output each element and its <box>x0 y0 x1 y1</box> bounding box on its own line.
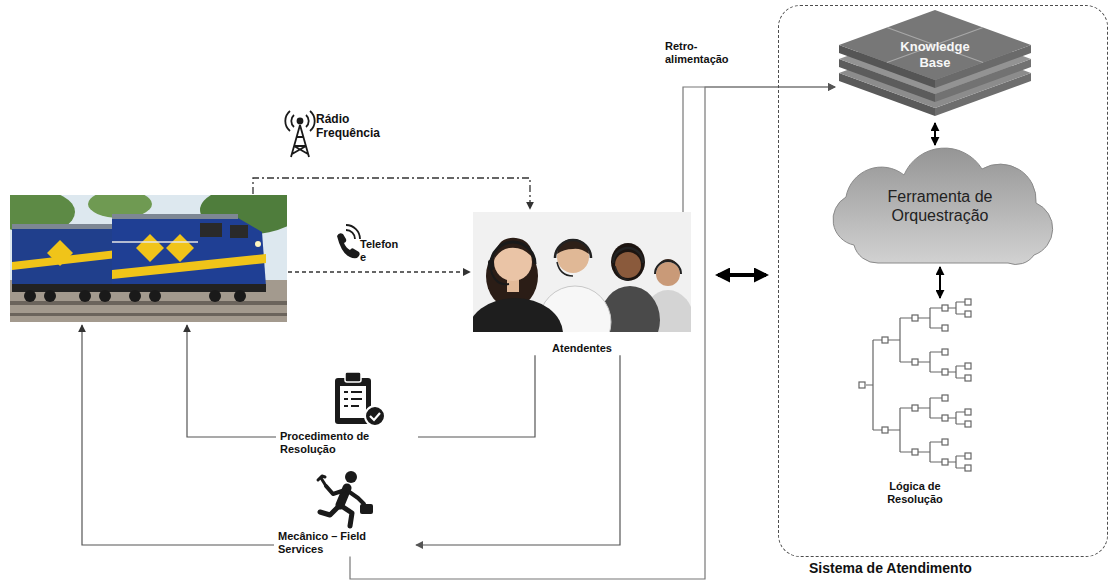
running-mechanic-icon <box>318 471 373 526</box>
connector-line <box>350 87 835 579</box>
edge-label-holder: Retro- alimentação <box>663 40 747 67</box>
connector-line <box>416 355 620 545</box>
node-label: Knowledge Base <box>889 39 981 70</box>
clipboard-check-icon <box>335 372 385 426</box>
phone-icon <box>337 225 360 258</box>
edge-label: Retro- alimentação <box>663 40 747 66</box>
node-label: Sistema de Atendimento <box>809 560 972 577</box>
attendants-photo <box>473 212 691 332</box>
label-holder: Telefon e <box>360 238 404 264</box>
procedure-node: Procedimento de Resolução <box>278 368 418 456</box>
node-label: Procedimento de Resolução <box>280 430 380 456</box>
mechanic-node: Mecânico – Field Services <box>276 466 416 556</box>
resolution-logic-node: Lógica de Resolução <box>845 300 985 506</box>
node-label: Mecânico – Field Services <box>278 530 388 556</box>
decision-tree-icon <box>859 299 971 471</box>
locomotive-photo <box>10 195 287 322</box>
label-holder: Rádio Frequência <box>316 112 386 141</box>
region-title-holder: Sistema de Atendimento <box>809 560 972 577</box>
connector-line <box>718 273 766 277</box>
train-link-lines <box>82 178 530 545</box>
cloud-shape <box>812 145 1068 267</box>
knowledge-base-node: Knowledge Base <box>835 8 1035 123</box>
connector-line <box>934 123 936 145</box>
attendants-node: Atendentes <box>473 212 691 355</box>
radio-tower-icon <box>285 111 314 157</box>
node-label: Ferramenta de Orquestração <box>855 187 1025 225</box>
connector-line <box>683 87 835 212</box>
telephone-label: Telefon e <box>360 238 404 264</box>
node-label: Atendentes <box>473 342 691 355</box>
service-system-region: Sistema de AtendimentoKnowledge BaseFerr… <box>778 5 1108 557</box>
node-label: Lógica de Resolução <box>875 480 955 506</box>
connector-line <box>418 355 535 437</box>
connector-line <box>939 267 941 298</box>
radio-frequency-label: Rádio Frequência <box>316 112 386 141</box>
orchestration-cloud-node: Ferramenta de Orquestração <box>812 145 1068 267</box>
